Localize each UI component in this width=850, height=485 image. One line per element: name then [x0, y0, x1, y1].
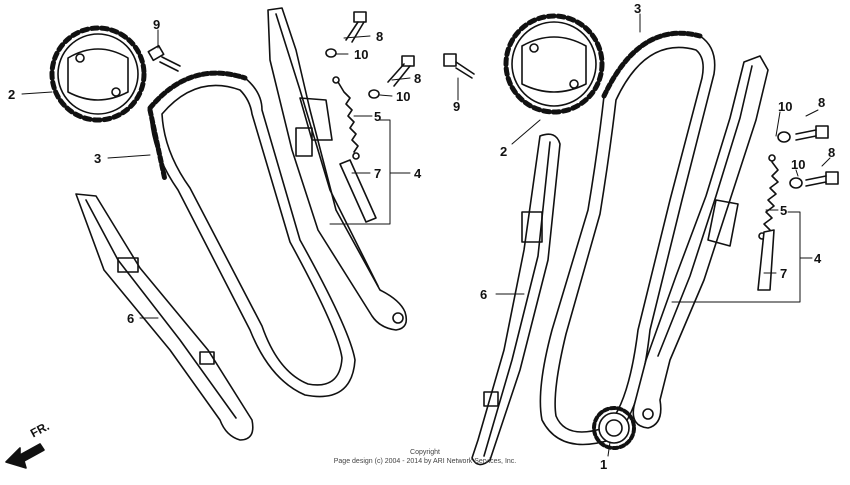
callout-1-crank-sprocket[interactable]: 1: [600, 457, 608, 472]
bolt-9-right[interactable]: [443, 53, 475, 79]
crank-sprocket[interactable]: [592, 406, 636, 450]
chain-guide-right[interactable]: [471, 133, 561, 466]
callout-2-right[interactable]: 2: [500, 144, 508, 159]
callout-3-left[interactable]: 3: [94, 151, 102, 166]
bolt-8-left-upper[interactable]: [345, 11, 367, 43]
washer-10-right-lower[interactable]: [789, 177, 803, 189]
pin-7-left[interactable]: [339, 159, 377, 223]
callout-9-right[interactable]: 9: [453, 99, 461, 114]
callout-3-right[interactable]: 3: [634, 1, 642, 16]
callout-8-right-upper[interactable]: 8: [818, 95, 826, 110]
washer-10-left-lower[interactable]: [368, 89, 380, 99]
callout-6-right[interactable]: 6: [480, 287, 488, 302]
washer-10-right-upper[interactable]: [777, 131, 791, 143]
tensioner-arm-right[interactable]: [632, 55, 769, 429]
callout-9-left[interactable]: 9: [153, 17, 161, 32]
bolt-9-left[interactable]: [147, 44, 181, 72]
bolt-8-right-lower[interactable]: [805, 171, 839, 187]
copyright-line-2: Page design (c) 2004 - 2014 by ARI Netwo…: [333, 458, 517, 465]
cam-sprocket-right[interactable]: [503, 13, 605, 115]
tensioner-spring-left[interactable]: [332, 76, 360, 160]
callout-8-left-lower[interactable]: 8: [414, 71, 422, 86]
front-direction-arrow-icon: [5, 443, 45, 469]
callout-5-right[interactable]: 5: [780, 203, 788, 218]
leader-lines: [21, 13, 831, 457]
callout-8-left-upper[interactable]: 8: [376, 29, 384, 44]
washer-10-left-upper[interactable]: [325, 48, 337, 58]
callout-10-left-lower[interactable]: 10: [396, 89, 411, 104]
callout-10-left-upper[interactable]: 10: [354, 47, 369, 62]
callout-4-right[interactable]: 4: [814, 251, 822, 266]
callout-6-left[interactable]: 6: [127, 311, 135, 326]
pin-7-right[interactable]: [757, 229, 775, 291]
callout-5-left[interactable]: 5: [374, 109, 382, 124]
cam-chain-left[interactable]: [147, 70, 356, 398]
callout-10-right-lower[interactable]: 10: [791, 157, 806, 172]
callout-8-right-lower[interactable]: 8: [828, 145, 836, 160]
bolt-8-right-upper[interactable]: [795, 125, 829, 141]
chain-guide-left[interactable]: [75, 193, 254, 441]
callout-7-right[interactable]: 7: [780, 266, 788, 281]
callout-2-left[interactable]: 2: [8, 87, 16, 102]
callout-4-left[interactable]: 4: [414, 166, 422, 181]
callout-10-right-upper[interactable]: 10: [778, 99, 793, 114]
tensioner-arm-left[interactable]: [267, 7, 408, 331]
callout-7-left[interactable]: 7: [374, 166, 382, 181]
tensioner-spring-right[interactable]: [758, 154, 779, 240]
copyright-line-1: Copyright: [410, 449, 440, 456]
cam-sprocket-left[interactable]: [49, 25, 147, 123]
bolt-8-left-lower[interactable]: [387, 55, 415, 87]
